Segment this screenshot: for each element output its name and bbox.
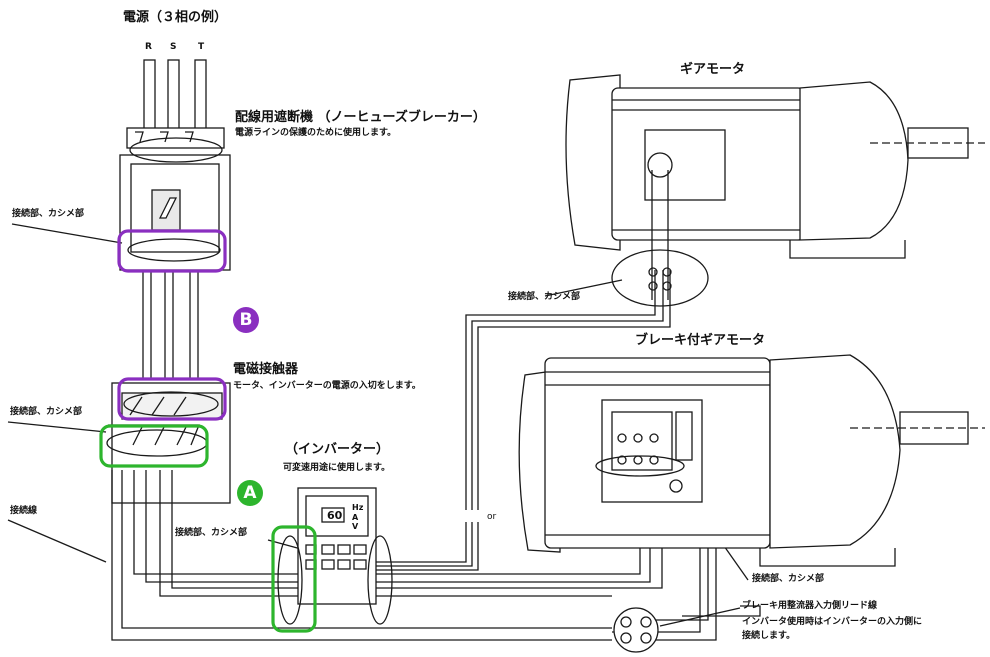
rectifier-title: ブレーキ用整流器入力側リード線 xyxy=(742,601,878,611)
inverter-unit-a: A xyxy=(352,513,359,522)
conn-label-gear-motor: 接続部、カシメ部 xyxy=(508,292,581,302)
highlight-green-contactor-out xyxy=(99,424,209,468)
breaker-body xyxy=(119,127,231,271)
power-input-lines xyxy=(143,59,207,139)
breaker-to-contactor-wires xyxy=(127,238,221,380)
power-title: 電源（３相の例） xyxy=(123,10,228,25)
breaker-title: 配線用遮断機 （ノーヒューズブレーカー） xyxy=(235,110,486,125)
highlight-purple-contactor-in xyxy=(117,377,227,421)
conn-label-contactor: 接続部、カシメ部 xyxy=(10,407,83,417)
conn-wire-label: 接続線 xyxy=(10,506,38,516)
rectifier-connector xyxy=(613,607,659,653)
conn-label-brake-motor: 接続部、カシメ部 xyxy=(752,574,825,584)
phase-r-label: R xyxy=(145,42,152,52)
rectifier-desc-1: インバータ使用時はインバーターの入力側に xyxy=(742,617,923,627)
wire-break-mark: or xyxy=(487,512,497,522)
contactor-title: 電磁接触器 xyxy=(233,362,299,377)
highlight-purple-breaker-out xyxy=(117,229,227,273)
badge-a: A xyxy=(237,480,263,506)
highlight-green-inverter xyxy=(271,525,317,633)
inverter-body xyxy=(277,487,393,625)
phase-s-label: S xyxy=(170,42,177,52)
inverter-display-value: 60 xyxy=(327,509,343,522)
inverter-desc: 可変速用途に使用します。 xyxy=(283,463,391,473)
conn-label-inverter: 接続部、カシメ部 xyxy=(175,528,248,538)
inverter-unit-hz: Hz xyxy=(352,503,364,512)
brake-gear-motor xyxy=(518,354,985,567)
rectifier-desc-2: 接続します。 xyxy=(742,631,796,641)
contactor-body xyxy=(106,382,231,504)
brake-motor-title: ブレーキ付ギアモータ xyxy=(635,333,766,348)
inverter-unit-v: V xyxy=(352,522,359,531)
conn-label-breaker: 接続部、カシメ部 xyxy=(12,209,85,219)
contactor-desc: モータ、インバーターの電源の入切をします。 xyxy=(233,381,421,391)
badge-b: B xyxy=(233,307,259,333)
breaker-desc: 電源ラインの保護のために使用します。 xyxy=(235,128,397,138)
inverter-title: （インバーター） xyxy=(285,442,390,457)
gear-motor-title: ギアモータ xyxy=(680,62,746,77)
gear-motor xyxy=(565,74,985,307)
phase-t-label: T xyxy=(198,42,205,52)
